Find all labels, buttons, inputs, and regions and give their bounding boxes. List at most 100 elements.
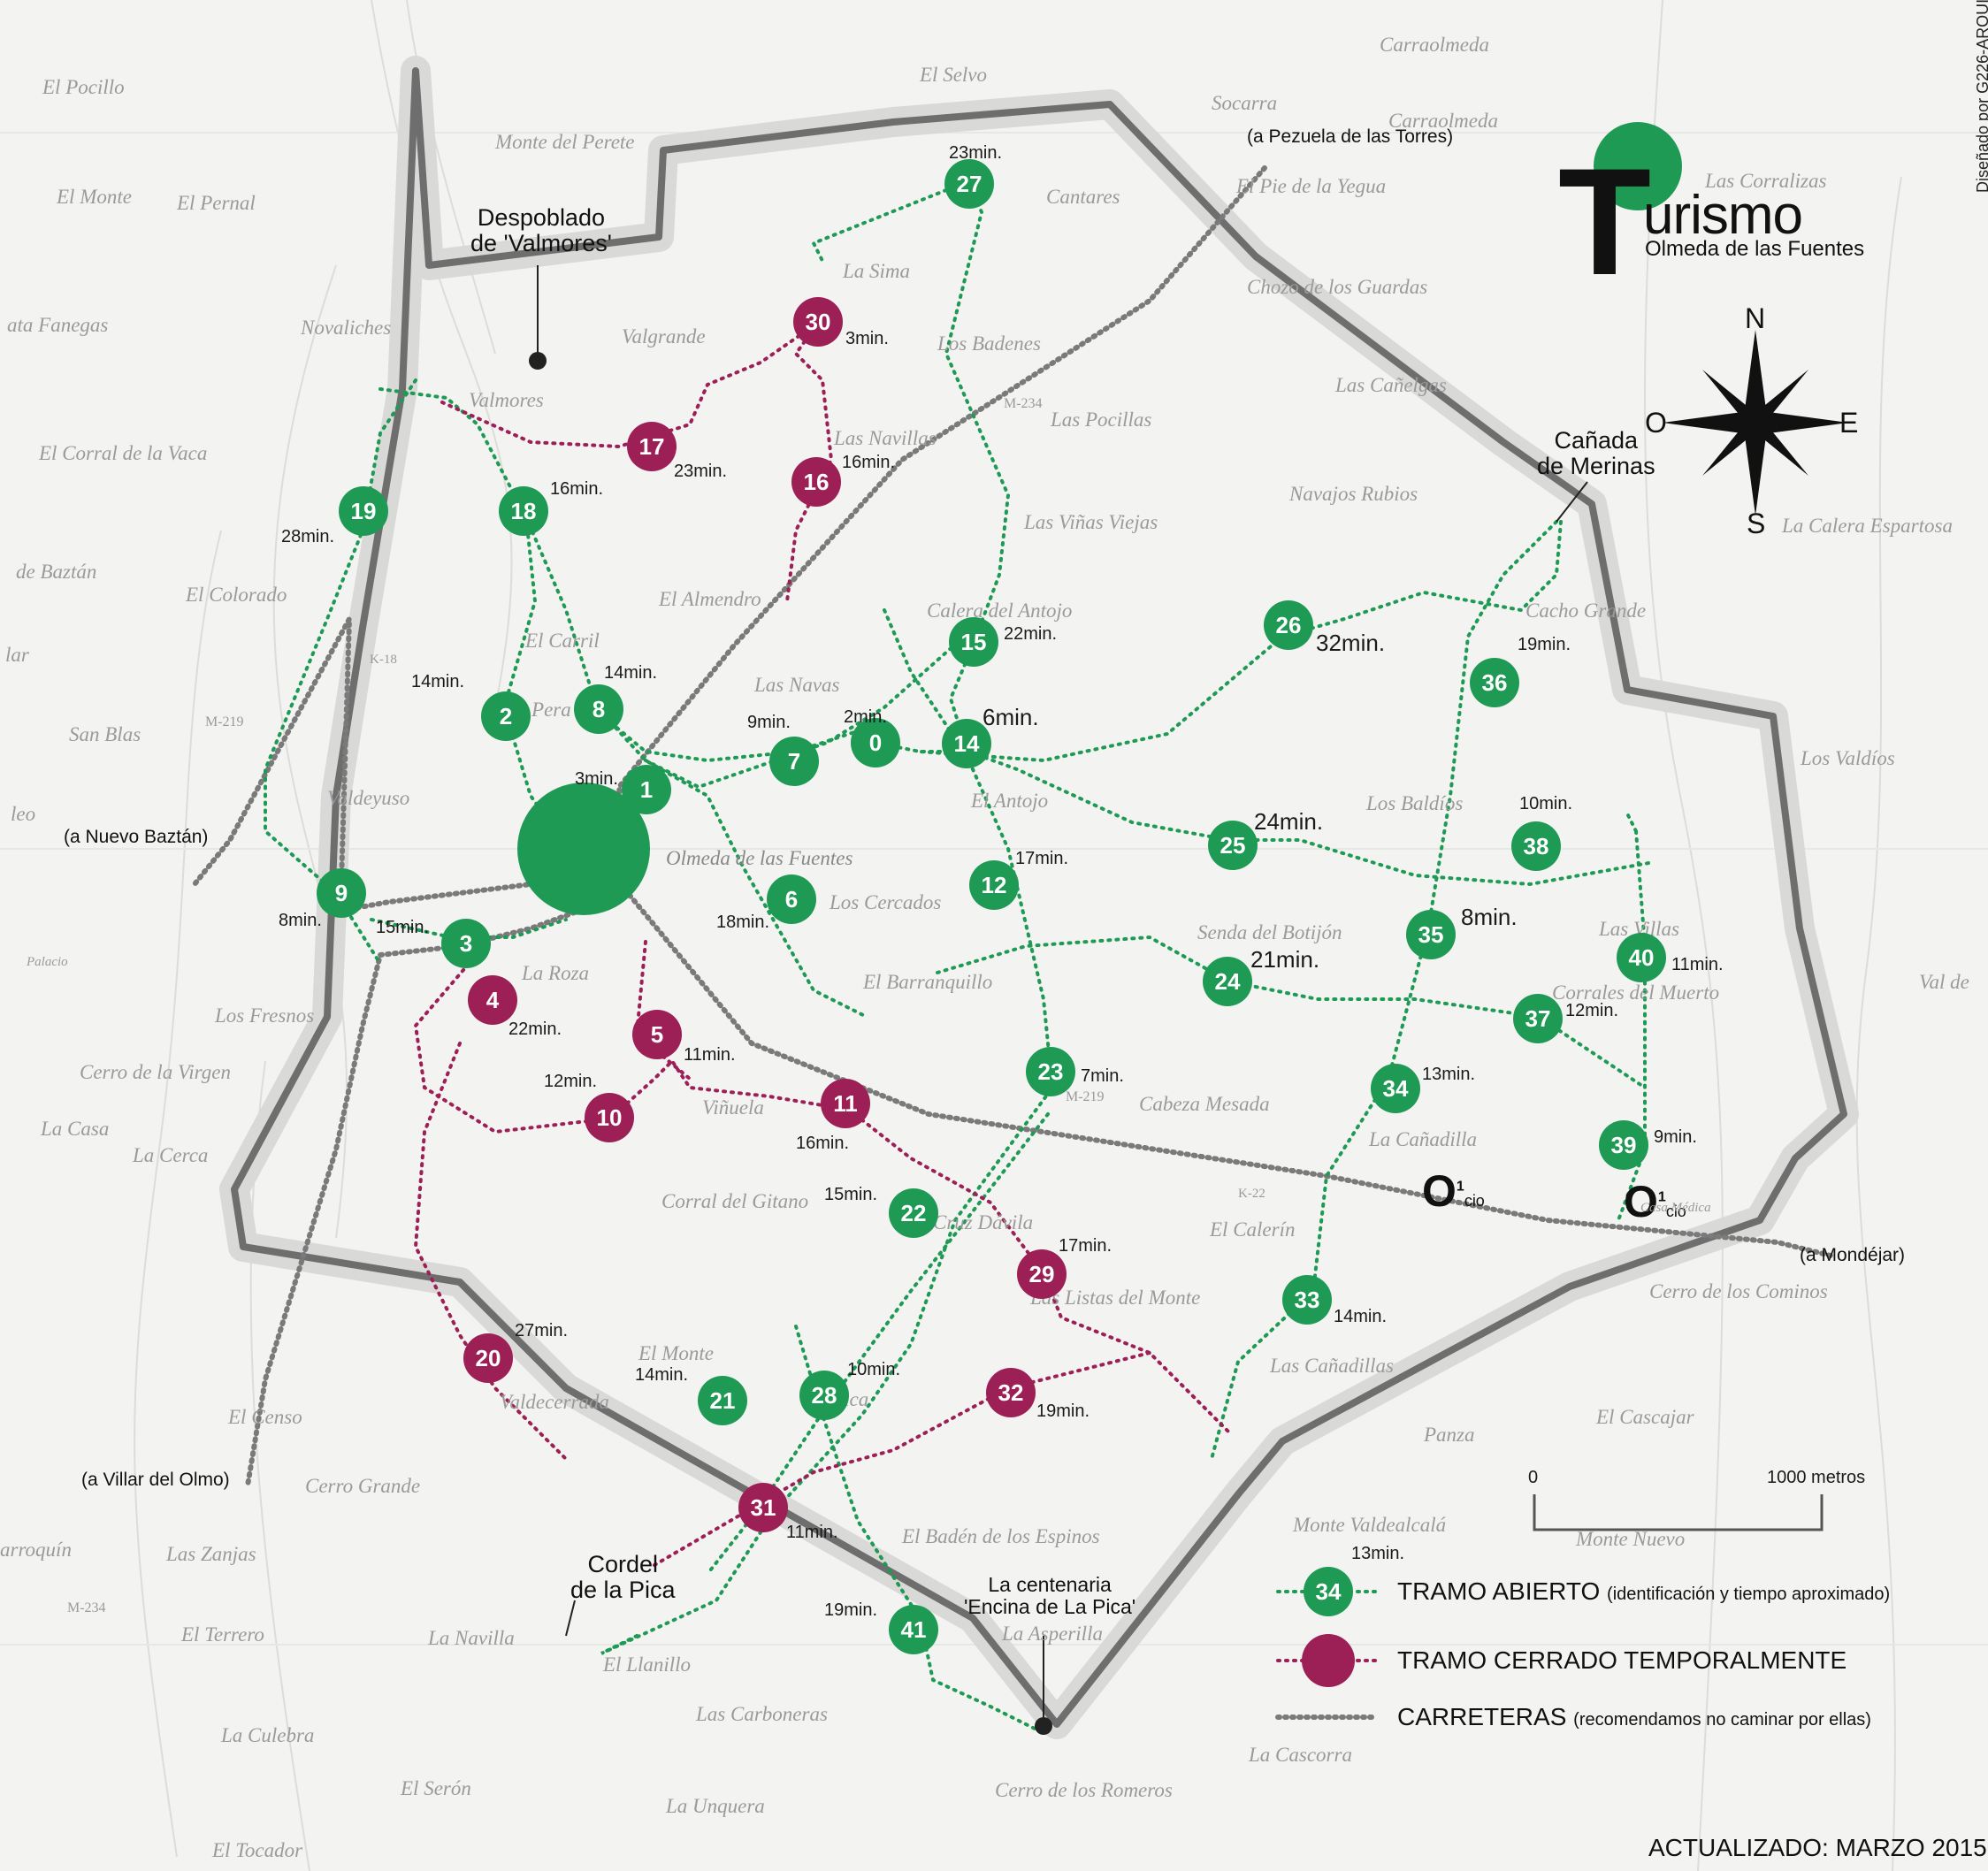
trail-node-32[interactable]: 32: [986, 1368, 1036, 1417]
trail-time-41: 19min.: [824, 1600, 878, 1620]
place-name: El Serón: [401, 1777, 471, 1799]
trail-node-34[interactable]: 34: [1371, 1064, 1420, 1113]
place-name: Cabeza Mesada: [1139, 1093, 1270, 1115]
place-name: Las Navillas: [834, 427, 937, 449]
trail-node-2[interactable]: 2: [481, 691, 531, 741]
place-name: La Calera Espartosa: [1782, 515, 1953, 537]
trail-node-39[interactable]: 39: [1599, 1120, 1648, 1170]
trail-time-1: 3min.: [575, 769, 618, 789]
place-name: El Censo: [228, 1406, 302, 1428]
trail-node-9[interactable]: 9: [317, 868, 366, 918]
place-name: El Monte: [57, 186, 132, 208]
trail-node-1[interactable]: 1: [622, 765, 671, 814]
trail-time-30: 3min.: [845, 329, 889, 348]
place-name: La Asperilla: [1002, 1623, 1103, 1645]
place-name: Los Valdíos: [1801, 747, 1895, 769]
trail-time-21: 14min.: [635, 1365, 689, 1385]
trail-node-15[interactable]: 15: [949, 617, 998, 667]
place-name: El Pernal: [177, 192, 256, 214]
trail-node-30[interactable]: 30: [793, 297, 843, 347]
place-name: Las Viñas Viejas: [1024, 511, 1158, 533]
place-name: Navajos Rubios: [1289, 483, 1418, 505]
place-name: ata Fanegas: [7, 314, 109, 336]
trail-node-18[interactable]: 18: [499, 486, 548, 536]
trail-time-11: 16min.: [796, 1134, 850, 1153]
trail-node-23[interactable]: 23: [1026, 1047, 1075, 1096]
trail-node-6[interactable]: 6: [767, 874, 816, 924]
place-name: lar: [5, 644, 29, 666]
trail-node-36[interactable]: 36: [1470, 658, 1519, 707]
trail-node-11[interactable]: 11: [821, 1079, 870, 1128]
trail-time-40: 11min.: [1671, 955, 1724, 974]
trail-node-38[interactable]: 38: [1511, 821, 1561, 871]
place-name: Valdeyuso: [327, 787, 410, 809]
place-name: El Selvo: [920, 64, 987, 86]
trail-time-9: 8min.: [279, 911, 322, 930]
place-name: Las Carboneras: [696, 1703, 828, 1725]
road-label: K-22: [1238, 1187, 1265, 1201]
trail-node-28[interactable]: 28: [799, 1371, 849, 1420]
place-name: La Culebra: [221, 1724, 315, 1746]
trail-node-3[interactable]: 3: [441, 919, 491, 968]
place-name: arroquín: [0, 1539, 72, 1561]
trail-node-33[interactable]: 33: [1282, 1275, 1332, 1325]
place-name: Cerro Grande: [305, 1475, 421, 1497]
compass-south: S: [1747, 508, 1766, 539]
trail-node-29[interactable]: 29: [1017, 1249, 1067, 1299]
trail-node-0[interactable]: 0: [851, 718, 900, 767]
logo-initial: T: [1558, 137, 1652, 307]
trail-node-20[interactable]: 20: [463, 1333, 513, 1383]
trail-time-16: 16min.: [842, 453, 896, 472]
trail-node-4[interactable]: 4: [468, 975, 517, 1025]
trail-node-7[interactable]: 7: [769, 737, 819, 786]
trail-node-8[interactable]: 8: [574, 684, 623, 734]
place-name: Los Fresnos: [215, 1004, 315, 1027]
trail-node-16[interactable]: 16: [791, 457, 841, 507]
road-label: M-234: [67, 1600, 106, 1615]
trail-node-37[interactable]: 37: [1513, 994, 1563, 1043]
encina-label: La centenaria'Encina de La Pica': [964, 1573, 1136, 1618]
legend-roads: CARRETERAS (recomendamos no caminar por …: [1397, 1703, 1871, 1730]
canada-pointer: [1556, 481, 1588, 523]
trail-node-21[interactable]: 21: [698, 1376, 747, 1425]
trail-node-31[interactable]: 31: [738, 1483, 788, 1532]
trail-node-10[interactable]: 10: [585, 1093, 634, 1142]
municipal-boundary: [219, 56, 1859, 1739]
cordel-pointer: [565, 1600, 576, 1637]
road-label: M-234: [1004, 396, 1043, 411]
trail-node-41[interactable]: 41: [889, 1605, 938, 1654]
trail-time-38: 10min.: [1519, 794, 1573, 813]
place-name: El Barranquillo: [863, 971, 993, 993]
trail-time-5: 11min.: [684, 1045, 736, 1065]
trail-time-34: 13min.: [1422, 1065, 1476, 1084]
roads: [192, 165, 1833, 1488]
trail-node-14[interactable]: 14: [942, 719, 991, 768]
designer-credit: Diseñado por G226-ARQUITECTURA: [1974, 0, 1988, 193]
trail-node-25[interactable]: 25: [1208, 821, 1258, 870]
place-name: Socarra: [1212, 92, 1278, 114]
trail-time-17: 23min.: [674, 462, 728, 481]
trail-node-22[interactable]: 22: [889, 1188, 938, 1238]
trail-node-5[interactable]: 5: [632, 1010, 682, 1059]
trail-time-33: 14min.: [1334, 1307, 1388, 1326]
trail-node-19[interactable]: 19: [339, 486, 388, 536]
place-name: El Cascajar: [1596, 1406, 1694, 1428]
trail-node-17[interactable]: 17: [627, 422, 677, 471]
trail-node-12[interactable]: 12: [969, 860, 1019, 910]
trail-node-26[interactable]: 26: [1264, 600, 1313, 650]
trail-node-27[interactable]: 27: [944, 159, 994, 209]
place-name: Las Cañadillas: [1270, 1355, 1394, 1377]
trail-time-14: 6min.: [983, 704, 1039, 730]
place-name: Las Cañelgas: [1335, 374, 1447, 396]
trail-node-35[interactable]: 35: [1406, 910, 1456, 959]
road-label: M-219: [205, 714, 244, 729]
place-name: Las Navas: [754, 674, 840, 696]
place-name: Novaliches: [301, 317, 392, 339]
place-name: La Navilla: [428, 1627, 515, 1649]
place-name: Cantares: [1046, 186, 1120, 208]
trail-time-2: 14min.: [411, 672, 465, 691]
road-label: M-219: [1066, 1089, 1105, 1104]
trail-node-40[interactable]: 40: [1617, 933, 1666, 982]
trail-node-24[interactable]: 24: [1203, 957, 1252, 1006]
